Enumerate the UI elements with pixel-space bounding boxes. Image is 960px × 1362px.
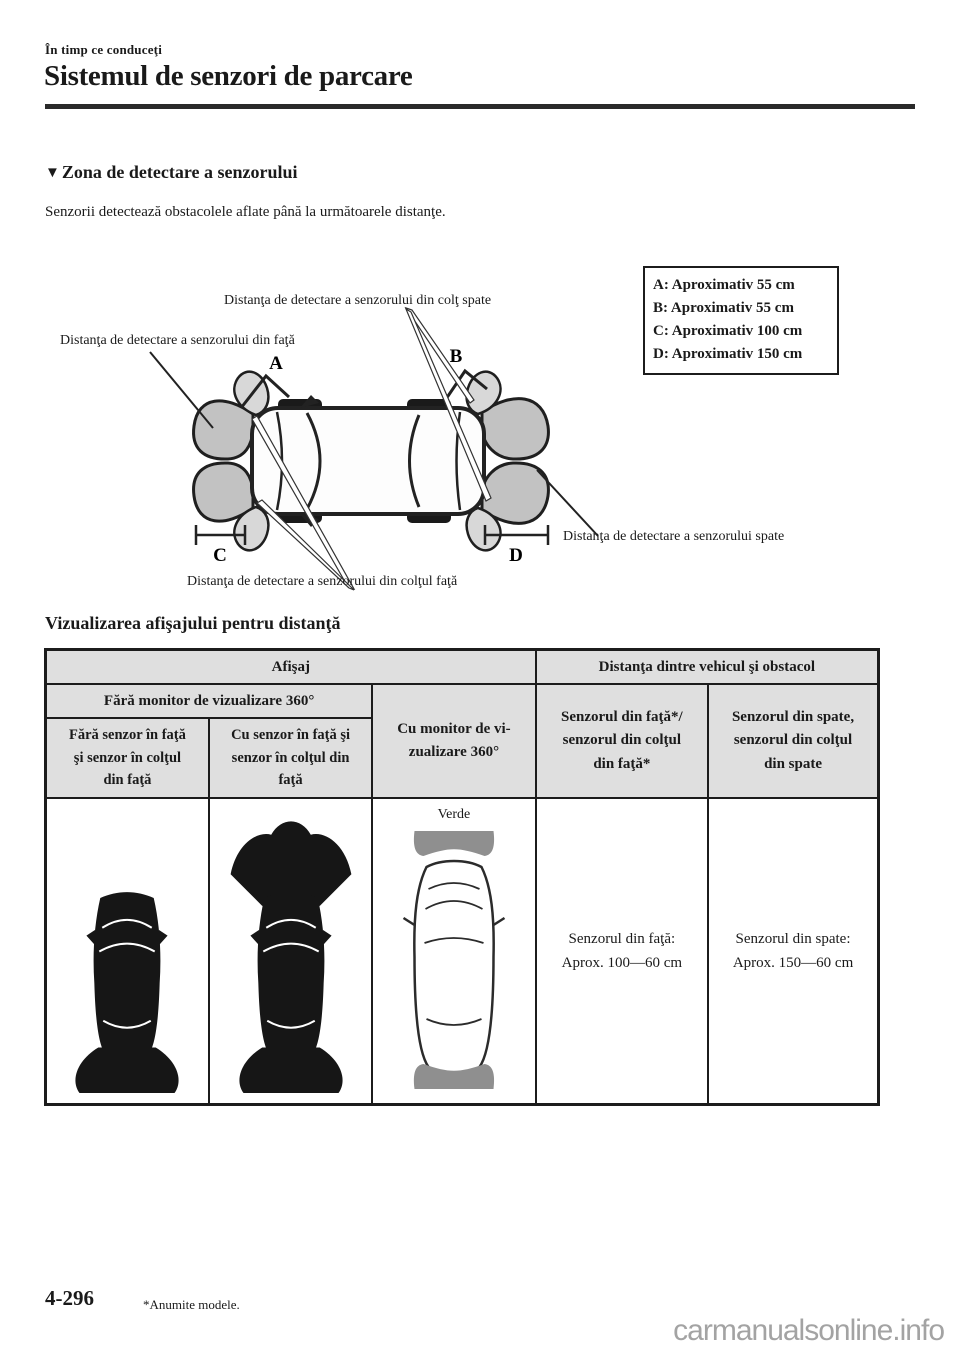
rear-zone-active: [238, 1047, 343, 1094]
distance-legend-box: A: Aproximativ 55 cm B: Aproximativ 55 c…: [643, 266, 839, 375]
front-zone-active: [230, 821, 351, 906]
mirror-left: [249, 929, 259, 946]
marker-c: C: [213, 545, 227, 566]
col-header-with-front-sensor: Cu senzor în faţă şi senzor în colţul di…: [207, 717, 374, 799]
label-rear-corner-sensor: Distanţa de detectare a senzorului din c…: [224, 293, 492, 308]
label-front-sensor: Distanţa de detectare a senzorului din f…: [60, 333, 295, 348]
rear-zone-active: [75, 1047, 180, 1094]
page-title: Sistemul de senzori de parcare: [44, 60, 413, 92]
car-detail-lines: [99, 918, 156, 1029]
col-header-front-sensor: Senzorul din faţă*/ senzorul din colţul …: [534, 683, 710, 799]
car-display-no-front-zone: [67, 821, 188, 1094]
marker-d: D: [509, 545, 523, 566]
footnote: *Anumite modele.: [143, 1297, 240, 1312]
cell-rear-distance: Senzorul din spate: Aprox. 150—60 cm: [707, 797, 880, 1106]
label-rear-sensor: Distanţa de detectare a senzorului spate: [563, 529, 785, 544]
section-heading-display: Vizualizarea afişajului pentru distanţă: [45, 613, 341, 633]
col-header-display: Afişaj: [44, 648, 537, 685]
bracket-d: [483, 525, 550, 545]
front-label-leader-line: [149, 351, 214, 429]
car-silhouette: [257, 892, 324, 1053]
col-header-with-monitor: Cu monitor de vi- zualizare 360°: [371, 683, 537, 799]
car-detail-lines: [262, 918, 319, 1029]
section-heading-text: Zona de detectare a senzorului: [61, 162, 298, 182]
label-front-corner-sensor: Distanţa de detectare a senzorului din c…: [187, 574, 458, 589]
rear-sensor-zone-bottom: [480, 461, 550, 525]
car-outline: [413, 859, 495, 1075]
section-triangle-icon: ▼: [45, 165, 60, 181]
rear-label-leader-line: [536, 469, 599, 537]
bracket-b: [444, 368, 488, 400]
bracket-c: [194, 525, 247, 545]
sensor-range-diagram: A B C D A: Aproximativ 55 cm B: Aproxima…: [45, 248, 915, 616]
watermark: carmanualsonline.info: [673, 1314, 945, 1347]
marker-a: A: [269, 353, 283, 374]
rear-sensor-zone-top: [480, 397, 550, 461]
section-heading-detection-zone: ▼Zona de detectare a senzorului: [45, 162, 298, 183]
page-number: 4-296: [45, 1286, 94, 1310]
bracket-a: [239, 373, 291, 409]
cell-display-360-monitor: Verde: [371, 797, 537, 1106]
col-header-without-front-sensor: Fără senzor în faţă şi senzor în colţul …: [44, 717, 210, 799]
cell-display-without-front-sensor: [44, 797, 210, 1106]
intro-text: Senzorii detectează obstacolele aflate p…: [45, 204, 446, 220]
green-indicator-label: Verde: [437, 807, 471, 822]
front-zone-inactive: [67, 821, 188, 906]
breadcrumb: În timp ce conduceţi: [45, 42, 163, 57]
title-divider: [45, 104, 915, 109]
col-header-distance: Distanţa dintre vehicul şi obstacol: [534, 648, 880, 685]
car-display-all-zones: [230, 821, 351, 1094]
car-silhouette: [94, 892, 161, 1053]
mirror-right: [322, 929, 332, 946]
cell-display-with-front-sensor: [207, 797, 374, 1106]
col-header-rear-sensor: Senzorul din spate, senzorul din colţul …: [707, 683, 880, 799]
car-mirror-top: [300, 395, 319, 408]
cell-front-distance: Senzorul din faţă: Aprox. 100—60 cm: [534, 797, 710, 1106]
distance-display-table: Afişaj Distanţa dintre vehicul şi obstac…: [44, 648, 880, 1106]
mirrors: [402, 916, 506, 927]
front-corner-sensor-zone-bottom: [233, 505, 270, 552]
mirror-right: [159, 929, 169, 946]
rear-corner-sensor-zone-top: [465, 370, 502, 416]
car-top-view-illustration: A B C D: [149, 306, 599, 591]
car-outline-details: [424, 882, 484, 1026]
front-sensor-zone-bottom: [192, 461, 255, 523]
front-sensor-zone-top: [192, 399, 255, 461]
front-band-green: [413, 831, 495, 856]
rear-corner-sensor-zone-bottom: [465, 506, 502, 552]
car-body: [250, 406, 486, 516]
marker-b: B: [450, 346, 463, 367]
rear-band-green: [413, 1064, 495, 1089]
rear-corner-arrows: [404, 306, 492, 502]
car-display-360-view: [396, 827, 512, 1095]
col-header-without-monitor: Fără monitor de vizualizare 360°: [44, 683, 374, 719]
mirror-left: [86, 929, 96, 946]
front-corner-arrows: [251, 415, 356, 591]
